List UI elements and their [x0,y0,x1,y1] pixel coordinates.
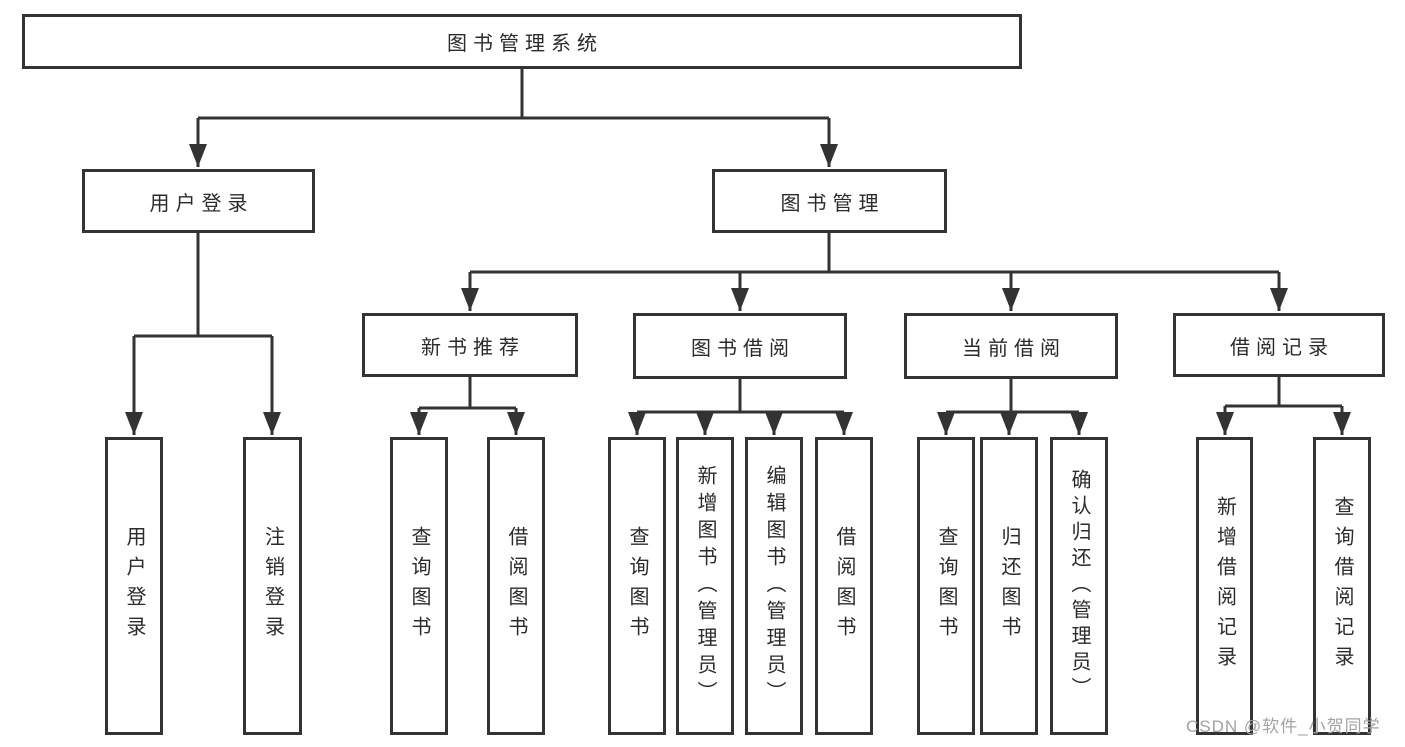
node-book-management: 图书管理 [712,169,947,233]
leaf-query-books-borrow: 查询图书 [608,437,666,735]
leaf-query-borrow-record: 查询借阅记录 [1313,437,1371,735]
leaf-edit-books-admin: 编辑图书（管理员） [745,437,803,735]
csdn-watermark: CSDN @软件_小贺同学 [1186,717,1381,736]
node-borrowing-records: 借阅记录 [1173,313,1385,377]
leaf-confirm-return-admin: 确认归还（管理员） [1050,437,1108,735]
node-user-login: 用户登录 [82,169,315,233]
leaf-borrow-books-rec: 借阅图书 [487,437,545,735]
leaf-user-login: 用户登录 [105,437,163,735]
leaf-add-books-admin: 新增图书（管理员） [676,437,734,735]
leaf-logout: 注销登录 [243,437,302,735]
leaf-borrow-books: 借阅图书 [815,437,873,735]
tree-rails [134,66,1342,414]
node-book-borrowing: 图书借阅 [633,313,847,379]
node-new-book-recommend: 新书推荐 [362,313,578,377]
leaf-return-books: 归还图书 [980,437,1038,735]
node-root-system: 图书管理系统 [22,14,1022,69]
leaf-add-borrow-record: 新增借阅记录 [1196,437,1253,735]
leaf-query-books-current: 查询图书 [917,437,975,735]
leaf-query-books-rec: 查询图书 [390,437,448,735]
node-current-borrowing: 当前借阅 [904,313,1118,379]
